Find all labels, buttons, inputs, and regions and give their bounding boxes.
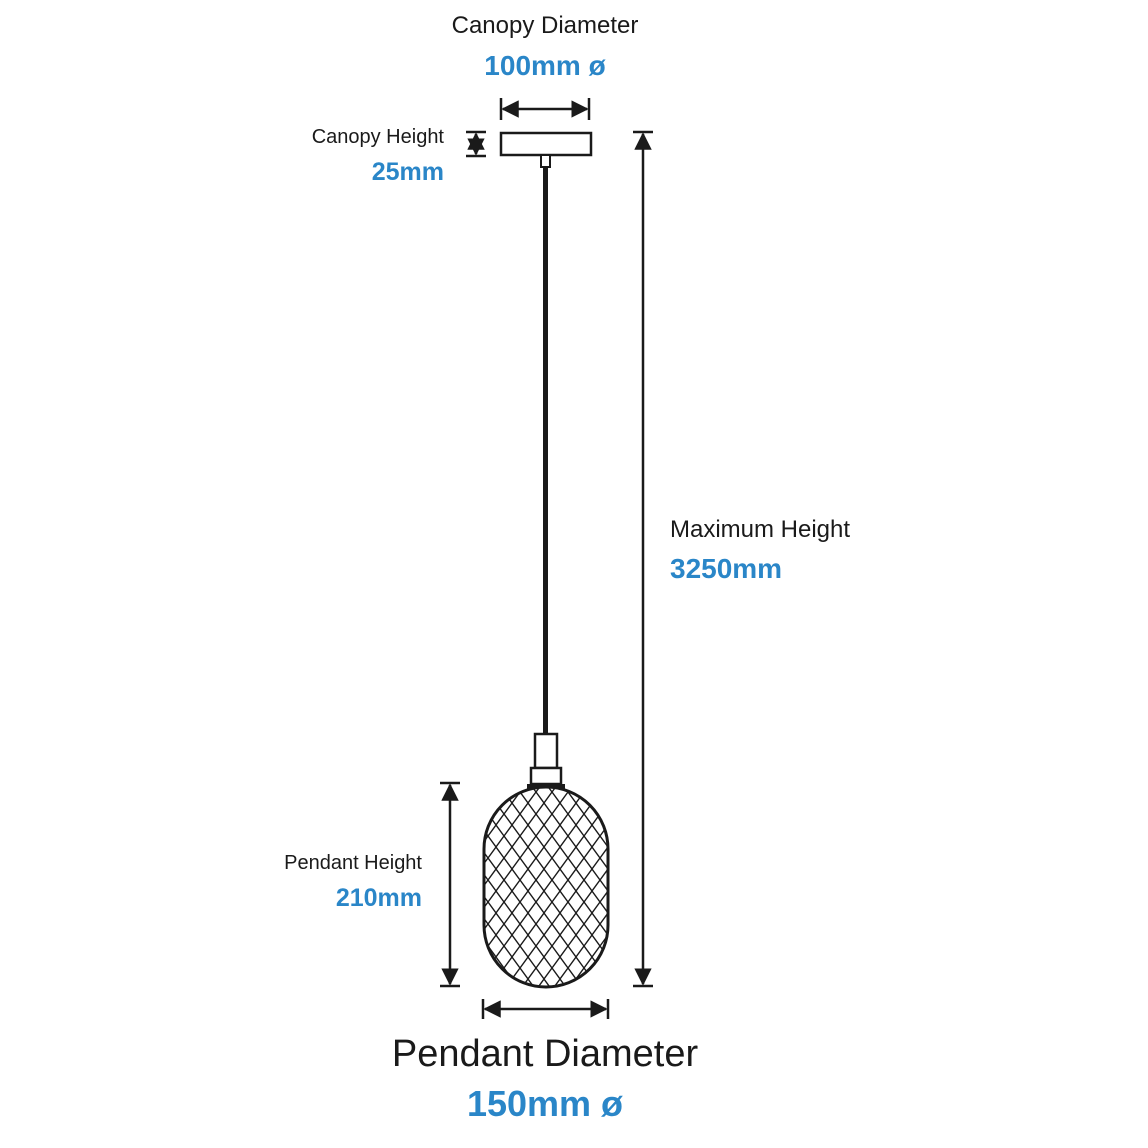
pendant-diameter-dimension (481, 999, 610, 1019)
canopy-diameter-label: Canopy Diameter (451, 12, 639, 39)
canopy-height-dimension (466, 130, 486, 158)
pendant-height-label: Pendant Height (284, 852, 422, 874)
canopy-height-value: 25mm (371, 158, 444, 186)
canopy (499, 131, 593, 157)
cord (543, 167, 548, 734)
maximum-height-dimension (633, 130, 653, 988)
pendant-diameter-label: Pendant Diameter (391, 1033, 699, 1075)
maximum-height-value: 3250mm (670, 553, 783, 584)
canopy-diameter-value: 100mm ø (484, 50, 606, 81)
canopy-diameter-dimension (499, 98, 591, 120)
pendant-diameter-value: 150mm ø (466, 1083, 624, 1124)
mesh-shade (482, 785, 610, 989)
pendant-height-value: 210mm (335, 884, 422, 912)
pendant-height-dimension (440, 781, 460, 988)
canopy-height-label: Canopy Height (311, 126, 444, 148)
cord-grip (540, 154, 551, 168)
lamp-holder (527, 732, 565, 789)
maximum-height-label: Maximum Height (670, 516, 851, 543)
